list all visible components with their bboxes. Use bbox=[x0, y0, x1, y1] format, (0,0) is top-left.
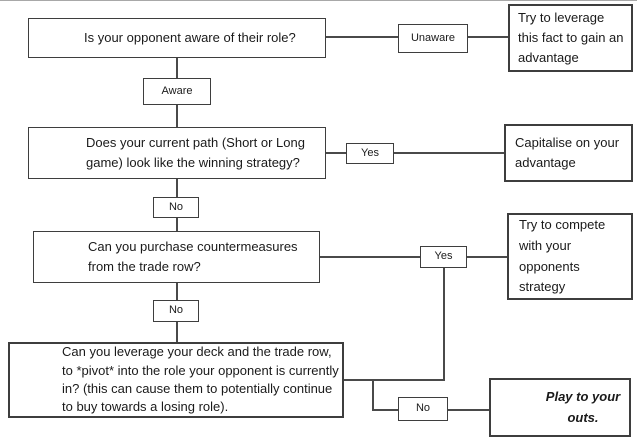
flowchart-label-no-winning-strategy: No bbox=[153, 197, 199, 218]
connector-q2-to-no bbox=[176, 178, 178, 197]
flowchart-label-yes-winning-strategy: Yes bbox=[346, 143, 394, 164]
connector-junction-drop bbox=[372, 379, 374, 411]
connector-q3-to-yes bbox=[319, 256, 420, 258]
flowchart-node-compete-strategy-outcome: Try to compete with your opponents strat… bbox=[507, 213, 633, 300]
connector-aware-to-q2 bbox=[176, 104, 178, 127]
connector-unaware-to-leverage bbox=[467, 36, 508, 38]
connector-q4-right-junction bbox=[343, 379, 445, 381]
connector-junction-to-no bbox=[372, 409, 398, 411]
flowchart-label-no-pivot: No bbox=[398, 397, 448, 421]
connector-yes-to-compete bbox=[467, 256, 507, 258]
connector-yes2-down-to-junction bbox=[443, 267, 445, 381]
flowchart-node-play-to-your-outs-outcome: Play to your outs. bbox=[489, 378, 631, 437]
connector-yes-to-capitalise bbox=[394, 152, 504, 154]
connector-q1-to-aware bbox=[176, 57, 178, 78]
connector-q2-to-yes bbox=[325, 152, 346, 154]
flowchart-label-no-countermeasures: No bbox=[153, 300, 199, 322]
flowchart-node-leverage-advantage-outcome: Try to leverage this fact to gain an adv… bbox=[508, 4, 633, 72]
flowchart-node-winning-strategy-question: Does your current path (Short or Long ga… bbox=[28, 127, 326, 179]
connector-no-to-q3 bbox=[176, 217, 178, 231]
flowchart-node-pivot-role-question: Can you leverage your deck and the trade… bbox=[8, 342, 344, 418]
flowchart-node-purchase-countermeasures-question: Can you purchase countermeasures from th… bbox=[33, 231, 320, 283]
connector-no-to-play-outs bbox=[447, 409, 489, 411]
flowchart-label-aware: Aware bbox=[143, 78, 211, 105]
connector-q1-to-unaware bbox=[325, 36, 398, 38]
connector-no-to-q4 bbox=[176, 321, 178, 342]
flowchart-label-unaware: Unaware bbox=[398, 24, 468, 53]
flowchart-node-capitalise-advantage-outcome: Capitalise on your advantage bbox=[504, 124, 633, 182]
flowchart-label-yes-countermeasures: Yes bbox=[420, 246, 467, 268]
connector-q3-to-no bbox=[176, 282, 178, 300]
top-border-rule bbox=[0, 0, 637, 1]
flowchart-node-opponent-aware-question: Is your opponent aware of their role? bbox=[28, 18, 326, 58]
